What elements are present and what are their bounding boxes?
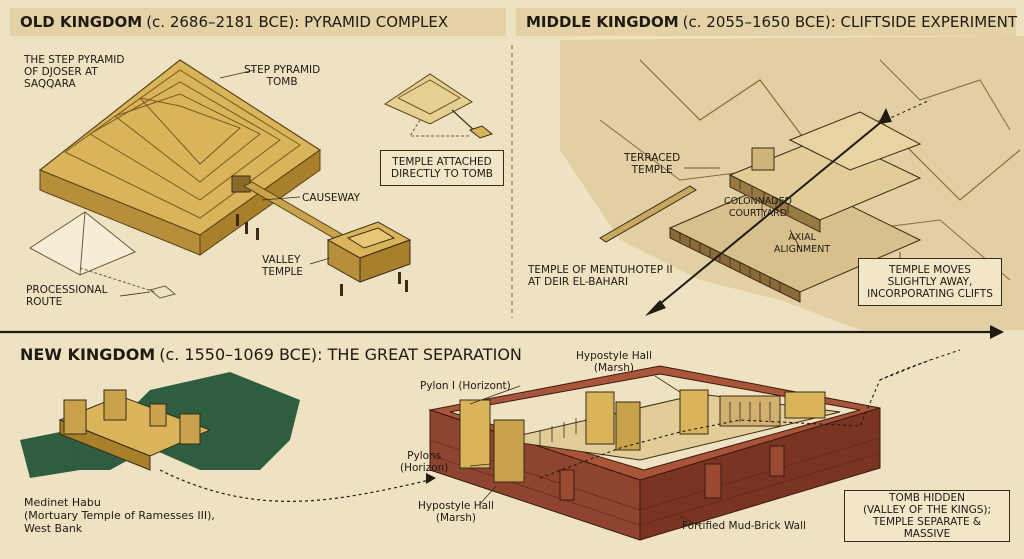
label-terraced-line2: TEMPLE [631,164,673,176]
label-hypostyle-bottom-line2: (Marsh) [435,512,477,524]
label-hypostyle-top-line2: (Marsh) [593,362,635,374]
green-fields-small [20,430,80,478]
label-valley-line1: VALLEY [262,254,301,266]
callout-moves-line3: INCORPORATING CLIFTS [867,288,993,300]
valley-temple-block [326,221,412,283]
label-courtyard-line1: COLONNADED [724,196,792,207]
processional-route-new [159,469,431,502]
old-kingdom-title-bold: OLD KINGDOM [20,13,143,31]
callout-temple-moves: TEMPLE MOVES SLIGHTLY AWAY, INCORPORATIN… [858,258,1002,306]
label-courtyard-line2: COURTYARD [728,208,788,219]
label-mud-brick-wall: Fortified Mud-Brick Wall [682,520,806,532]
label-hypostyle-top: Hypostyle Hall (Marsh) [576,350,652,374]
callout-tomb-line3: TEMPLE SEPARATE & MASSIVE [872,516,982,540]
label-pylon-1: Pylon I (Horizont) [420,380,511,392]
label-hypostyle-bottom: Hypostyle Hall (Marsh) [418,500,494,524]
mentuhotep-temple [599,111,922,303]
label-djoser: THE STEP PYRAMID OF DJOSER AT SAQQARA [24,54,124,90]
label-step-pyramid-tomb: STEP PYRAMID TOMB [244,64,320,88]
new-kingdom-title-rest: (c. 1550–1069 BCE): THE GREAT SEPARATION [159,344,522,364]
new-kingdom-title-bold: NEW KINGDOM [20,344,156,364]
procession-figures [236,214,408,296]
label-djoser-line1: THE STEP PYRAMID [24,54,125,66]
label-medinet-line1: Medinet Habu [24,496,101,509]
label-causeway: CAUSEWAY [302,192,361,204]
label-hypostyle-top-line1: Hypostyle Hall [576,350,652,362]
label-step-tomb-line1: STEP PYRAMID [244,64,321,76]
old-leader-lines [119,69,331,297]
callout-moves-line2: SLIGHTLY AWAY, [887,276,973,288]
callout-moves-line1: TEMPLE MOVES [889,264,971,276]
middle-kingdom-header: MIDDLE KINGDOM (c. 2055–1650 BCE): CLIFT… [516,8,1017,36]
label-pylons-line1: Pylons [407,450,442,462]
callout-attached-line1: TEMPLE ATTACHED [392,156,492,168]
label-step-tomb-line2: TOMB [266,76,298,88]
outline-pyramid [29,211,177,299]
middle-kingdom-title-rest: (c. 2055–1650 BCE): CLIFTSIDE EXPERIMENT [682,13,1017,31]
cliff-lines-3 [879,59,1011,131]
inner-temple-complex [459,389,841,483]
label-medinet-line2: (Mortuary Temple of Ramesses III), [24,509,215,522]
old-kingdom-title-rest: (c. 2686–2181 BCE): PYRAMID COMPLEX [146,13,449,31]
cliff-tomb-dash [885,99,931,121]
label-valley-temple: VALLEY TEMPLE [262,254,303,278]
label-djoser-line2: OF DJOSER AT [24,66,98,78]
medinet-habu-model [58,389,212,471]
timeline-arrow-head [990,325,1004,339]
callout-attached-line2: DIRECTLY TO TOMB [390,168,494,180]
label-pylons-line2: (Horizon) [400,462,449,474]
label-medinet-habu: Medinet Habu (Mortuary Temple of Ramesse… [24,496,215,535]
new-kingdom-header: NEW KINGDOM (c. 1550–1069 BCE): THE GREA… [10,340,522,368]
callout-tomb-line1: TOMB HIDDEN [889,492,965,504]
label-axial-alignment: AXIAL ALIGNMENT [774,232,830,256]
label-mentuhotep-line1: TEMPLE OF MENTUHOTEP II [528,264,673,276]
callout-tomb-hidden: TOMB HIDDEN (VALLEY OF THE KINGS); TEMPL… [844,490,1010,542]
label-processional-line2: ROUTE [26,296,63,308]
new-leader-lines [469,375,701,527]
label-axial-line1: AXIAL [788,232,816,243]
middle-kingdom-title-bold: MIDDLE KINGDOM [526,13,679,31]
label-axial-line2: ALIGNMENT [774,244,831,255]
label-pylons: Pylons (Horizon) [400,450,448,474]
label-processional-line1: PROCESSIONAL [26,284,108,296]
axial-arrow-head-down [645,300,666,316]
callout-temple-attached: TEMPLE ATTACHED DIRECTLY TO TOMB [380,150,504,186]
axial-alignment-line [654,117,887,309]
outline-valley-temple [148,285,177,299]
label-terraced-temple: TERRACED TEMPLE [624,152,680,176]
mini-pyramid-complex [383,73,494,139]
label-colonnaded-courtyard: COLONNADED COURTYARD [724,196,792,220]
label-hypostyle-bottom-line1: Hypostyle Hall [418,500,494,512]
route-arrow-head [426,473,436,484]
label-processional-route: PROCESSIONAL ROUTE [26,284,107,308]
label-djoser-line3: SAQQARA [24,78,76,90]
callout-tomb-line2: (VALLEY OF THE KINGS); [862,504,992,516]
old-kingdom-header: OLD KINGDOM (c. 2686–2181 BCE): PYRAMID … [10,8,506,36]
label-terraced-line1: TERRACED [624,152,681,164]
tomb-route-dash [879,349,961,381]
label-mentuhotep-line2: AT DEIR EL-BAHARI [528,276,629,288]
label-medinet-line3: West Bank [24,522,83,535]
label-valley-line2: TEMPLE [262,266,303,278]
label-mentuhotep: TEMPLE OF MENTUHOTEP II AT DEIR EL-BAHAR… [528,264,673,288]
axial-arrow-head-up [878,108,892,124]
